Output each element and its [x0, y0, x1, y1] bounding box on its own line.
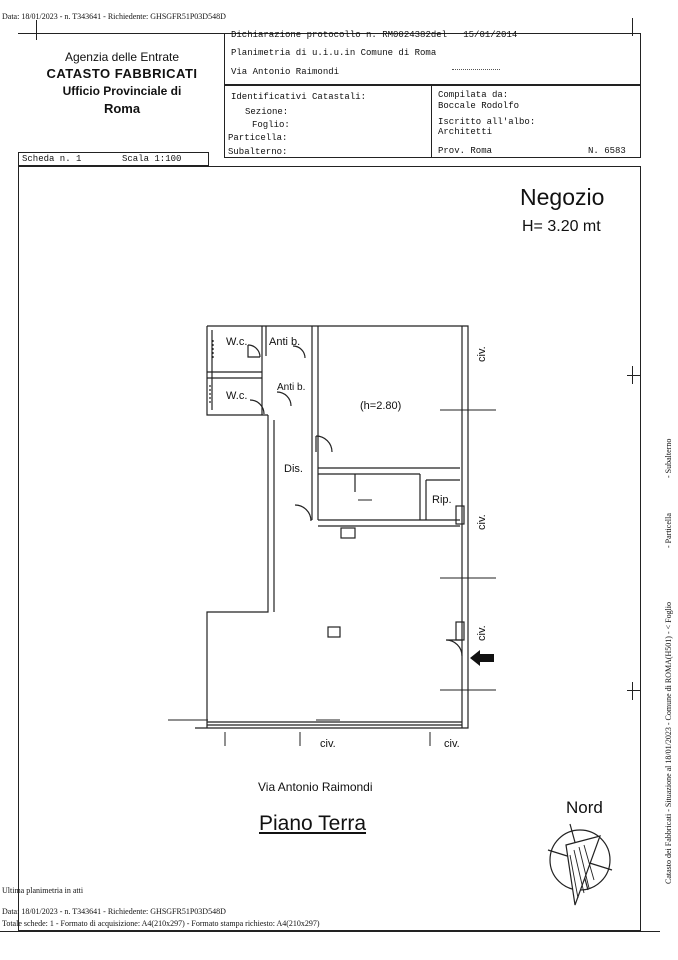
scheda-box	[18, 152, 209, 166]
identificativi-divider	[431, 85, 432, 158]
agency-line1: Agenzia delle Entrate	[64, 50, 180, 64]
entrance-arrow-icon	[470, 650, 494, 666]
outer-wall	[195, 325, 469, 729]
frame-tick	[627, 375, 641, 376]
wc-left-wall	[206, 326, 268, 416]
civ-label-3: civ.	[476, 625, 488, 641]
redacted-mark	[452, 69, 500, 73]
address-line: Via Antonio Raimondi	[231, 67, 340, 77]
rip-label: Rip.	[432, 494, 452, 506]
crop-mark	[36, 20, 37, 40]
street-label: Via Antonio Raimondi	[258, 780, 373, 794]
frame-tick	[632, 682, 633, 700]
sezione-label: Sezione:	[245, 107, 289, 117]
subalterno-label: Subalterno:	[228, 147, 288, 157]
protocol-date: 15/01/2014	[463, 30, 518, 40]
antib2-label: Anti b.	[277, 382, 306, 393]
frame-top	[18, 33, 641, 34]
prov-value: Prov. Roma	[438, 146, 493, 156]
agency-line3: Ufficio Provinciale di	[62, 84, 182, 98]
frame-tick	[627, 690, 641, 691]
plan-title: Negozio	[520, 184, 605, 210]
north-label: Nord	[566, 798, 603, 817]
albo-number: N. 6583	[588, 146, 626, 156]
identificativi-box	[224, 85, 641, 158]
side-text-subalterno: - Subalterno	[664, 438, 673, 478]
protocol-label-text: Dichiarazione protocollo n.	[231, 30, 377, 40]
civ-label-2: civ.	[476, 514, 488, 530]
albo-value: Architetti	[438, 127, 493, 137]
protocol-del: del	[430, 30, 448, 40]
agency-line4: Roma	[103, 101, 141, 116]
frame-tick	[632, 366, 633, 384]
dis-label: Dis.	[284, 463, 303, 475]
west-wall	[206, 415, 269, 728]
foglio-label: Foglio:	[252, 120, 290, 130]
floor-label: Piano Terra	[259, 812, 367, 835]
antib1-label: Anti b.	[269, 336, 301, 348]
footer-data-line: Data: 18/01/2023 - n. T343641 - Richiede…	[2, 907, 226, 916]
side-text-situazione: Catasto dei Fabbricati - Situazione al 1…	[664, 601, 673, 884]
civ-bottom-1: civ.	[320, 738, 336, 750]
scheda-label: Scheda n. 1	[22, 154, 82, 164]
footer-ultima: Ultima planimetria in atti	[2, 886, 84, 895]
room-height-label: (h=2.80)	[360, 400, 402, 412]
civ-bottom-2: civ.	[444, 738, 460, 750]
civ-label-1: civ.	[476, 346, 488, 362]
particella-label: Particella:	[228, 133, 288, 143]
iscritto-label: Iscritto all'albo:	[438, 117, 536, 127]
planimetria-line: Planimetria di u.i.u.in Comune di Roma	[231, 48, 437, 58]
protocol-number: RM0024382	[382, 30, 431, 40]
side-text-particella: - Particella	[664, 513, 673, 548]
crop-mark	[632, 18, 633, 36]
compilata-label: Compilata da:	[438, 90, 509, 100]
compilata-name: Boccale Rodolfo	[438, 101, 520, 111]
protocol-box	[224, 33, 641, 85]
header-data-line: Data: 18/01/2023 - n. T343641 - Richiede…	[2, 12, 226, 21]
wc1-label: W.c.	[226, 336, 248, 348]
agency-line2: CATASTO FABBRICATI	[46, 66, 198, 81]
identificativi-title: Identificativi Catastali:	[231, 92, 367, 102]
protocol-label: Dichiarazione protocollo n. RM0024382del…	[231, 30, 517, 40]
wc2-label: W.c.	[226, 390, 248, 402]
scala-label: Scala 1:100	[122, 154, 182, 164]
column	[327, 626, 341, 638]
footer-totale: Totale schede: 1 - Formato di acquisizio…	[2, 919, 320, 928]
north-arrow-icon	[547, 823, 613, 906]
footer-rule	[0, 931, 660, 932]
plan-height: H= 3.20 mt	[522, 218, 601, 235]
drawing-frame	[18, 166, 641, 931]
